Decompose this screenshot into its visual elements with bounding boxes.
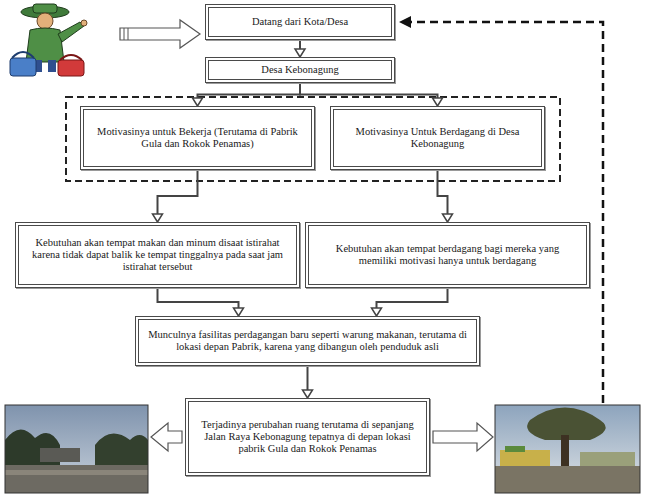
arrow-tail-mark <box>124 28 125 40</box>
connector-arrow <box>300 83 443 106</box>
connector-arrow <box>372 288 448 316</box>
box-text: Kebutuhan akan tempat berdagang bagi mer… <box>316 243 579 267</box>
arrowhead <box>443 214 453 222</box>
street-photo <box>5 405 148 493</box>
arrowhead <box>372 308 382 316</box>
connector-arrow <box>153 170 198 222</box>
connector-line <box>158 170 198 215</box>
block-arrow <box>433 423 493 451</box>
process-box: Motivasinya Untuk Berdagang di Desa Kebo… <box>330 106 545 170</box>
box-text: Motivasinya untuk Bekerja (Terutama di P… <box>91 126 304 150</box>
box-text: Datang dari Kota/Desa <box>216 16 384 28</box>
process-box: Kebutuhan akan tempat makan dan minum di… <box>15 222 300 288</box>
box-text: Munculnya fasilitas perdagangan baru sep… <box>146 329 469 353</box>
connector-arrow <box>438 170 453 222</box>
box-text: Terjadinya perubahan ruang terutama di s… <box>196 419 419 455</box>
process-box: Motivasinya untuk Bekerja (Terutama di P… <box>80 106 315 170</box>
process-box: Terjadinya perubahan ruang terutama di s… <box>185 398 430 476</box>
vendor-illustration <box>10 4 87 76</box>
block-arrow <box>151 423 182 451</box>
arrowhead <box>193 98 203 106</box>
process-box: Munculnya fasilitas perdagangan baru sep… <box>135 316 480 366</box>
street-photo <box>495 405 640 493</box>
arrowhead <box>234 308 244 316</box>
connector-line <box>377 288 448 309</box>
process-box: Kebutuhan akan tempat berdagang bagi mer… <box>305 222 590 288</box>
connector-arrow <box>193 83 301 106</box>
arrowhead <box>153 214 163 222</box>
connector-line <box>307 366 309 391</box>
connector-line <box>438 170 448 215</box>
connector-arrow <box>303 366 313 398</box>
connector-arrow <box>158 288 244 316</box>
connector-line <box>300 83 438 99</box>
block-arrow <box>120 20 200 48</box>
arrow-tail-mark <box>128 28 129 40</box>
box-text: Motivasinya Untuk Berdagang di Desa Kebo… <box>341 126 534 150</box>
dashed-group <box>66 97 560 181</box>
connector-line <box>158 288 239 309</box>
arrowhead <box>303 390 313 398</box>
arrowhead <box>295 49 305 57</box>
connector-arrow <box>295 40 305 57</box>
process-box: Desa Kebonagung <box>205 57 395 83</box>
arrowhead <box>433 98 443 106</box>
connector-line <box>198 83 301 99</box>
box-text: Kebutuhan akan tempat makan dan minum di… <box>26 237 289 273</box>
process-box: Datang dari Kota/Desa <box>205 4 395 40</box>
feedback-arrowhead <box>399 16 411 28</box>
box-text: Desa Kebonagung <box>216 64 384 76</box>
